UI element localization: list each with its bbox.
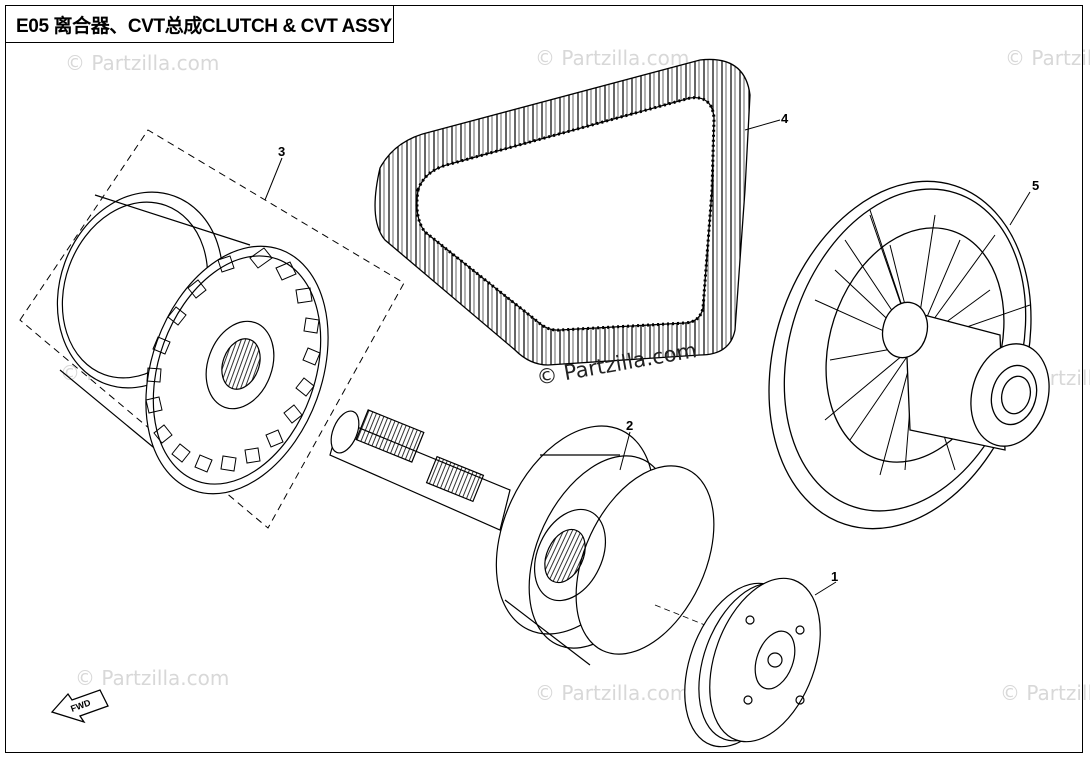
watermark-faint: © Partzilla.com xyxy=(1000,681,1090,705)
part-clutch[interactable] xyxy=(664,563,841,760)
watermark-faint: © Partzilla.com xyxy=(65,51,219,75)
part-driven-pulley[interactable] xyxy=(726,147,1074,563)
callout-5[interactable]: 5 xyxy=(1032,178,1039,193)
callout-1[interactable]: 1 xyxy=(831,569,838,584)
callout-3[interactable]: 3 xyxy=(278,144,285,159)
part-drive-pulley[interactable] xyxy=(19,129,405,529)
part-clutch-drum-and-shaft[interactable] xyxy=(326,401,742,676)
watermark-faint: © Partzilla.com xyxy=(75,666,229,690)
title-text: 离合器、CVT总成CLUTCH & CVT ASSY xyxy=(53,15,393,37)
part-drive-belt[interactable] xyxy=(374,58,751,366)
page-title: E05 离合器、CVT总成CLUTCH & CVT ASSY xyxy=(16,11,392,38)
fwd-arrow-icon: FWD xyxy=(50,689,109,724)
callout-2[interactable]: 2 xyxy=(626,418,633,433)
watermark-faint: © Partzilla.com xyxy=(535,681,689,705)
callouts xyxy=(264,119,1031,596)
title-code: E05 xyxy=(16,15,49,37)
title-box: E05 离合器、CVT总成CLUTCH & CVT ASSY xyxy=(5,5,394,43)
watermark-faint: © Partzilla.com xyxy=(1005,46,1090,70)
callout-4[interactable]: 4 xyxy=(781,111,789,126)
watermark-faint: © Partzilla.com xyxy=(535,46,689,70)
diagram-frame xyxy=(5,5,1083,753)
